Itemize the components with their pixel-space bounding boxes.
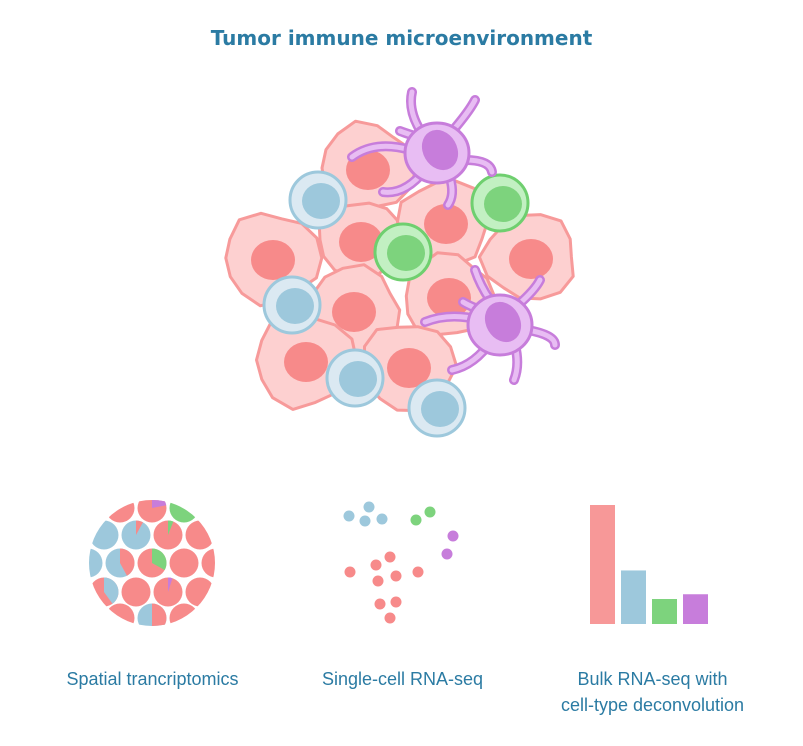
diagram-title: Tumor immune microenvironment: [210, 26, 593, 50]
nk-cell-nucleus: [387, 235, 425, 271]
t-cell-nucleus: [421, 391, 459, 427]
dendritic-nucleus: [421, 129, 459, 171]
spot: [169, 500, 199, 523]
tumor-cell: [477, 213, 575, 301]
spot: [201, 500, 215, 523]
spot: [185, 520, 215, 550]
spot: [201, 548, 215, 578]
spot: [218, 521, 247, 550]
spot-wedge: [136, 520, 143, 535]
spot-wedge: [168, 577, 173, 592]
cell-dot-tumor: [374, 598, 386, 610]
immune-cells: [262, 87, 560, 438]
cell-dot-t-cell: [343, 510, 355, 522]
spot: [89, 548, 103, 578]
t-cell: [262, 275, 322, 335]
label-bulk-line1: Bulk RNA-seq with: [577, 669, 728, 689]
spatial-transcriptomics-icon: [58, 500, 247, 626]
label-spatial: Spatial trancriptomics: [66, 669, 239, 689]
dendritic-cell: [420, 265, 560, 385]
spot: [58, 578, 87, 607]
dendritic-cell: [347, 87, 497, 210]
t-cell: [325, 348, 385, 408]
tumor-nucleus: [346, 150, 390, 190]
cell-dot-tumor: [412, 566, 424, 578]
spot: [105, 603, 135, 626]
label-bulk-line2: cell-type deconvolution: [560, 695, 745, 715]
nk-cell: [373, 222, 433, 282]
spot: [105, 500, 135, 523]
cell-dot-dendritic: [441, 548, 453, 560]
cell-dot-tumor: [384, 551, 396, 563]
bulk-bar-chart-icon: [590, 505, 708, 624]
cell-dot-tumor: [370, 559, 382, 571]
cell-dot-t-cell: [359, 515, 371, 527]
spot: [58, 521, 87, 550]
spot-wedge: [152, 500, 167, 508]
tumor-nucleus: [424, 204, 468, 244]
cell-dot-nk-cell: [410, 514, 422, 526]
bar-tumor: [590, 505, 615, 624]
tumor-nucleus: [332, 292, 376, 332]
tumor-nucleus: [387, 348, 431, 388]
cell-dot-tumor: [390, 596, 402, 608]
cell-dot-nk-cell: [424, 506, 436, 518]
t-cell: [288, 170, 348, 230]
t-cell-nucleus: [302, 183, 340, 219]
bar-t-cell: [621, 570, 646, 624]
spot: [89, 603, 103, 626]
label-bulk: Bulk RNA-seq with cell-type deconvolutio…: [530, 666, 775, 718]
tumor-nucleus: [509, 239, 553, 279]
spot: [201, 603, 215, 626]
tumor-nucleus: [284, 342, 328, 382]
bar-nk-cell: [652, 599, 677, 624]
spot: [89, 520, 119, 550]
nk-cell: [470, 173, 530, 233]
spot: [89, 500, 103, 523]
spot: [169, 603, 199, 626]
dendrite: [408, 89, 423, 133]
spot: [169, 548, 199, 578]
tumor-nucleus: [339, 222, 383, 262]
cell-dot-tumor: [390, 570, 402, 582]
spot-wedge: [120, 548, 135, 576]
dendrite: [452, 97, 478, 131]
cell-dot-dendritic: [447, 530, 459, 542]
t-cell-nucleus: [339, 361, 377, 397]
cell-dot-tumor: [344, 566, 356, 578]
nk-cell-nucleus: [484, 186, 522, 222]
cell-dot-t-cell: [363, 501, 375, 513]
single-cell-dots-icon: [343, 501, 459, 624]
t-cell-nucleus: [276, 288, 314, 324]
dendritic-nucleus: [484, 301, 522, 343]
t-cell: [407, 378, 467, 438]
spot: [218, 578, 247, 607]
spot: [185, 577, 215, 607]
spot-wedge: [152, 548, 167, 570]
cell-dot-tumor: [372, 575, 384, 587]
tumor-nucleus: [427, 278, 471, 318]
cell-dot-tumor: [384, 612, 396, 624]
label-single-cell: Single-cell RNA-seq: [321, 669, 484, 689]
spot-wedge: [168, 520, 174, 535]
cell-dot-t-cell: [376, 513, 388, 525]
spot: [121, 577, 151, 607]
bar-dendritic: [683, 594, 708, 624]
spot-wedge: [104, 577, 119, 604]
tumor-nucleus: [251, 240, 295, 280]
